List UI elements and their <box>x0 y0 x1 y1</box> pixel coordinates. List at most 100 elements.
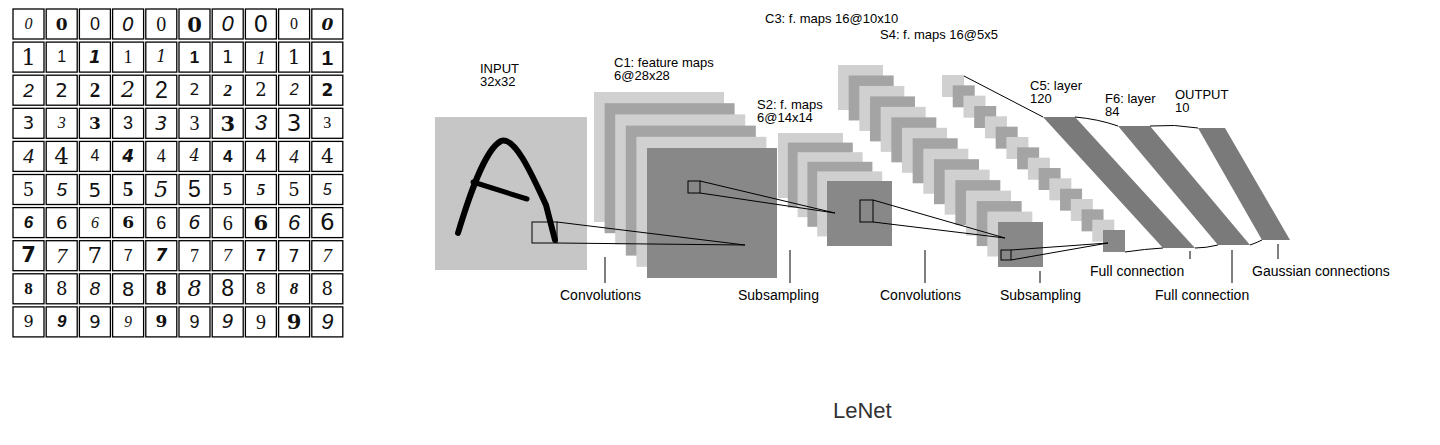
handwritten-digit: 1 <box>279 42 310 72</box>
digit-cell <box>279 208 310 238</box>
digit-cell <box>113 75 144 105</box>
handwritten-digit: 1 <box>212 42 243 72</box>
digit-cell <box>279 274 310 304</box>
digit-cell <box>179 108 210 138</box>
digit-cell <box>79 141 110 171</box>
letter-stroke <box>458 141 555 240</box>
feature-map <box>998 222 1043 267</box>
digit-cell <box>245 108 276 138</box>
digit-cell <box>13 108 44 138</box>
handwritten-digit: 4 <box>146 141 177 171</box>
handwritten-digit: 7 <box>279 241 310 271</box>
handwritten-digit: 9 <box>46 307 77 337</box>
digit-cell <box>312 75 343 105</box>
digit-cell <box>46 175 77 205</box>
handwritten-digit: 7 <box>212 241 243 271</box>
layer-label: C1: feature maps 6@28x28 <box>614 56 726 82</box>
digit-cell <box>113 208 144 238</box>
handwritten-digit: 0 <box>179 9 210 39</box>
handwritten-digit: 8 <box>245 274 276 304</box>
digit-cell <box>79 42 110 72</box>
handwritten-digit: 5 <box>113 175 144 205</box>
handwritten-digit: 4 <box>312 141 343 171</box>
digit-cell <box>46 241 77 271</box>
connection-line <box>964 76 1262 252</box>
digit-cell <box>79 108 110 138</box>
handwritten-digit: 1 <box>179 42 210 72</box>
layer-heading: INPUT 32x32 <box>480 62 530 88</box>
layer-label: S4: f. maps 16@5x5 <box>880 28 998 41</box>
digit-cell <box>279 108 310 138</box>
projection-line <box>873 200 1005 238</box>
handwritten-digit: 3 <box>146 108 177 138</box>
digit-cell <box>312 208 343 238</box>
handwritten-digit: 0 <box>279 9 310 39</box>
stage-label: Subsampling <box>738 287 819 303</box>
handwritten-digit: 9 <box>113 307 144 337</box>
receptive-field <box>1001 250 1011 260</box>
handwritten-digit: 3 <box>245 108 276 138</box>
handwritten-digit: 3 <box>212 108 243 138</box>
handwritten-digit: 1 <box>13 42 44 72</box>
handwritten-digit: 4 <box>79 141 110 171</box>
handwritten-digit: 7 <box>79 241 110 271</box>
digit-cell <box>212 42 243 72</box>
handwritten-digit: 9 <box>245 307 276 337</box>
digit-cell <box>179 75 210 105</box>
handwritten-digit: 5 <box>179 175 210 205</box>
handwritten-digit: 6 <box>46 208 77 238</box>
layer-label: S2: f. maps 6@14x14 <box>757 98 833 124</box>
handwritten-digit: 1 <box>312 42 343 72</box>
handwritten-digit: 9 <box>146 307 177 337</box>
digit-cell <box>245 241 276 271</box>
digit-cell <box>179 274 210 304</box>
layer-band <box>1198 128 1290 240</box>
digit-cell <box>13 9 44 39</box>
layer-label: C5: layer 120 <box>1030 79 1096 105</box>
digit-cell <box>146 241 177 271</box>
digit-cell <box>279 307 310 337</box>
handwritten-digit: 4 <box>113 141 144 171</box>
digit-cell <box>113 108 144 138</box>
handwritten-digit: 0 <box>146 9 177 39</box>
digit-cell <box>312 108 343 138</box>
digit-cell <box>146 307 177 337</box>
feature-map-stacks <box>594 65 1125 278</box>
handwritten-digit: 8 <box>179 274 210 304</box>
handwritten-digit: 8 <box>13 274 44 304</box>
digit-cell <box>113 175 144 205</box>
handwritten-digit: 5 <box>212 175 243 205</box>
digit-cell <box>212 108 243 138</box>
stage-label: Subsampling <box>1000 287 1081 303</box>
digit-cell <box>245 175 276 205</box>
handwritten-digit: 9 <box>13 307 44 337</box>
stage-label: Convolutions <box>560 287 641 303</box>
handwritten-digit: 5 <box>79 175 110 205</box>
layer-heading: C5: layer 120 <box>1030 79 1096 105</box>
digit-cell <box>212 9 243 39</box>
digit-cell <box>212 241 243 271</box>
handwritten-digit: 5 <box>13 175 44 205</box>
digit-cell <box>13 307 44 337</box>
digit-cell <box>279 9 310 39</box>
digit-cell <box>212 141 243 171</box>
digit-cell <box>212 75 243 105</box>
digit-cell <box>212 274 243 304</box>
digit-cell <box>146 208 177 238</box>
handwritten-digit: 6 <box>212 208 243 238</box>
stage-label: Full connection <box>1090 263 1184 279</box>
handwritten-digit: 2 <box>245 75 276 105</box>
handwritten-digit: 2 <box>179 75 210 105</box>
handwritten-digit: 3 <box>13 108 44 138</box>
handwritten-digit: 2 <box>146 75 177 105</box>
handwritten-digit: 8 <box>46 274 77 304</box>
digit-cell <box>312 307 343 337</box>
digit-cell <box>79 307 110 337</box>
feature-map <box>1103 230 1125 252</box>
digit-cell <box>79 75 110 105</box>
digit-cell <box>245 307 276 337</box>
handwritten-digit: 8 <box>79 274 110 304</box>
layer-heading: S4: f. maps 16@5x5 <box>880 28 998 41</box>
handwritten-digit: 8 <box>146 274 177 304</box>
handwritten-digit: 2 <box>113 75 144 105</box>
